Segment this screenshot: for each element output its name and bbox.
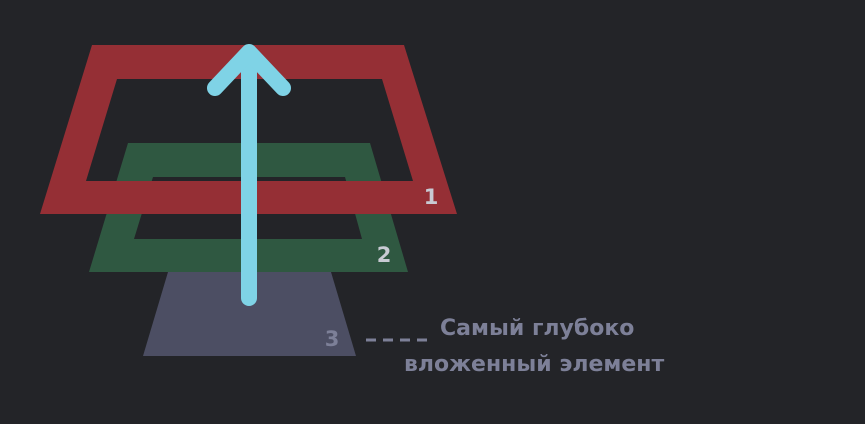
layer-3-element (143, 272, 356, 356)
layer-2-number: 2 (377, 243, 392, 267)
caption-line-2: вложенный элемент (404, 352, 665, 377)
layer-3-number: 3 (325, 327, 340, 351)
layer-2-frame (89, 143, 408, 272)
caption-line-1: Самый глубоко (440, 316, 634, 341)
bubbling-arrow-icon (207, 44, 291, 306)
layer-1-number: 1 (424, 185, 439, 209)
